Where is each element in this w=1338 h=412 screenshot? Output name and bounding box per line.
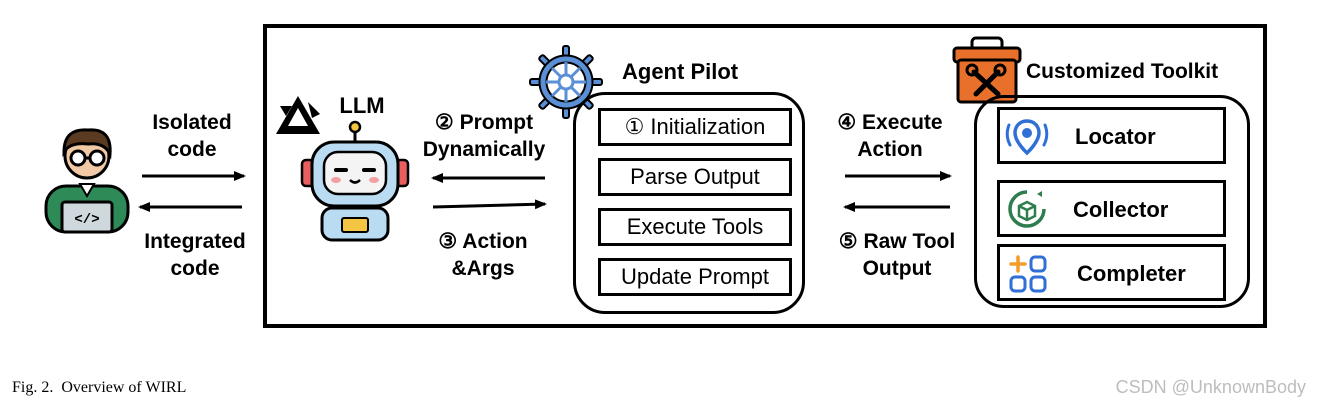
- location-pin-icon: [1005, 119, 1049, 156]
- llm-label: LLM: [339, 93, 385, 118]
- tool-completer: [997, 244, 1226, 301]
- svg-text:</>: </>: [74, 212, 99, 228]
- wirl-system-frame: [263, 24, 1267, 328]
- tool-completer-label: Completer: [1077, 261, 1186, 286]
- agent-pilot-title: Agent Pilot: [622, 59, 739, 84]
- llm-logo-icon: [276, 96, 320, 134]
- robot-icon: [300, 120, 410, 242]
- developer-icon: </>: [44, 128, 130, 234]
- helm-wheel-icon: [529, 45, 603, 119]
- figure-caption: Fig. 2. Overview of WIRL: [12, 379, 187, 396]
- pilot-step-execute-tools: Execute Tools: [598, 208, 792, 246]
- action-args-label: ③ Action&Args: [438, 230, 528, 280]
- customized-toolkit-panel: [974, 95, 1250, 308]
- tool-locator: [997, 107, 1226, 164]
- arrow-action-args: [432, 199, 547, 210]
- toolbox-icon: [952, 36, 1022, 104]
- completer-grid-icon: [1009, 255, 1047, 293]
- pilot-step-initialization: ① Initialization: [598, 108, 792, 146]
- collector-box-icon: [1008, 190, 1046, 228]
- tool-collector-label: Collector: [1073, 197, 1169, 222]
- tool-locator-label: Locator: [1075, 124, 1156, 149]
- tool-collector: [997, 180, 1226, 237]
- customized-toolkit-title: Customized Toolkit: [1026, 60, 1219, 83]
- watermark: CSDN @UnknownBody: [1115, 377, 1306, 397]
- pilot-step-update-prompt: Update Prompt: [598, 258, 792, 296]
- pilot-step-parse-output: Parse Output: [598, 158, 792, 196]
- agent-pilot-panel: [573, 92, 805, 314]
